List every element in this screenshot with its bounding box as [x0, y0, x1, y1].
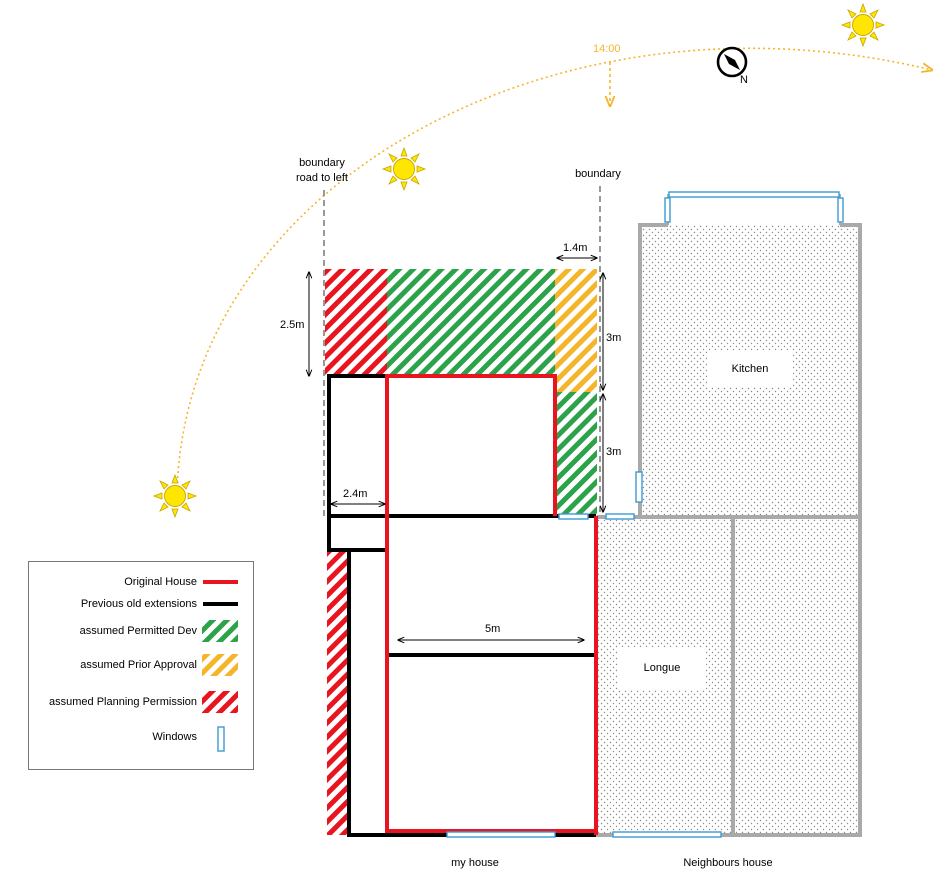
kitchen-label-box: [707, 350, 793, 386]
legend-swatch-windows: [217, 726, 225, 752]
legend-label-permitted-dev: assumed Permitted Dev: [79, 625, 197, 637]
caption-neighbours-house: Neighbours house: [683, 857, 772, 869]
caption-my-house: my house: [451, 857, 499, 869]
boundary-right-label: boundary: [575, 168, 621, 180]
boundary-left-sublabel: road to left: [296, 172, 348, 184]
compass-north-label: N: [740, 74, 748, 86]
prior-approval-area: [555, 269, 597, 392]
dim-label-3m-lower: 3m: [606, 446, 621, 458]
legend-swatch-permitted-dev: [202, 620, 238, 642]
window-kitchen-right: [837, 197, 844, 223]
permitted-dev-area-side: [555, 392, 597, 516]
legend-label-planning-permission: assumed Planning Permission: [49, 696, 197, 708]
window-kitchen-rear: [668, 191, 840, 198]
neighbours-house: Kitchen Longue: [596, 194, 862, 837]
sun-evening-icon: [841, 3, 885, 47]
lounge-label: Longue: [644, 662, 681, 674]
permitted-dev-area-rear: [387, 269, 555, 375]
planning-permission-area-rear: [325, 269, 387, 375]
planning-permission-area-side: [327, 552, 349, 835]
sun-time-label: 14:00: [593, 43, 621, 55]
window-kitchen-side: [635, 471, 643, 503]
sun-path: [176, 47, 932, 494]
sun-morning-icon: [153, 474, 197, 518]
compass-icon: N: [716, 46, 748, 86]
legend-swatch-prior-approval: [202, 654, 238, 676]
legend-swatch-planning-permission: [202, 691, 238, 713]
legend-label-old-extensions: Previous old extensions: [80, 598, 197, 610]
window-neighbour-rear: [605, 513, 635, 520]
dim-label-3m-upper: 3m: [606, 332, 621, 344]
window-my-rear: [558, 513, 589, 520]
legend-label-prior-approval: assumed Prior Approval: [80, 659, 197, 671]
lounge-label-box: [618, 647, 706, 689]
legend-label-original-house: Original House: [124, 576, 197, 588]
window-neighbour-front: [612, 831, 722, 838]
window-my-front: [446, 831, 556, 838]
legend: Original House Previous old extensions a…: [28, 561, 254, 770]
original-house: [385, 374, 598, 835]
kitchen-label: Kitchen: [732, 363, 769, 375]
dim-label-2-5m: 2.5m: [280, 319, 304, 331]
dim-label-5m: 5m: [485, 623, 500, 635]
sun-midday-icon: [382, 147, 426, 191]
dim-label-2-4m: 2.4m: [343, 488, 367, 500]
windows: [446, 191, 844, 838]
boundary-left-label: boundary: [299, 157, 345, 169]
legend-swatches: [202, 580, 238, 752]
dim-label-1-4m: 1.4m: [563, 242, 587, 254]
legend-label-windows: Windows: [152, 731, 197, 743]
window-kitchen-left: [664, 197, 671, 223]
